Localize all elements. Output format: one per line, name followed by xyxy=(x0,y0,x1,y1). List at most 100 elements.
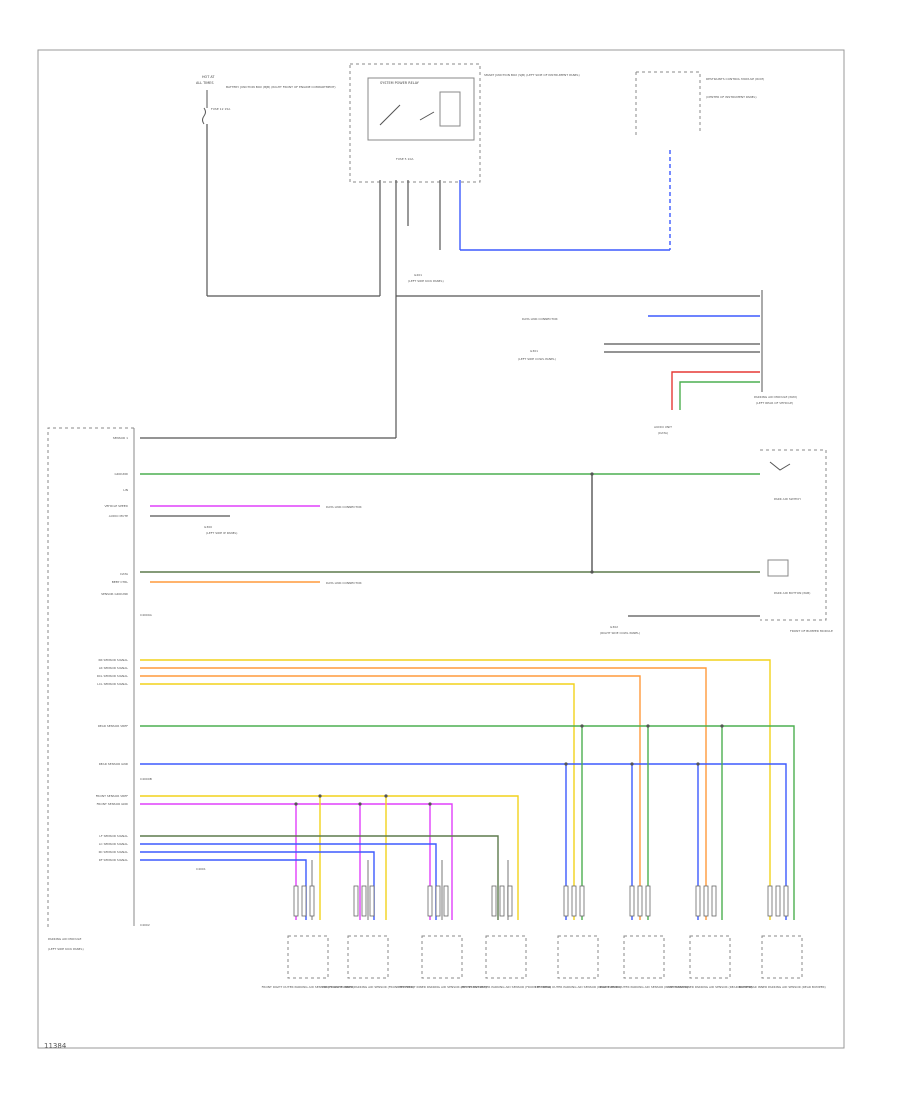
wire-lr-signal xyxy=(140,667,707,920)
sensor-terminal xyxy=(491,885,497,917)
sensor-label: LEFT FRONT OUTER PARKING AID SENSOR (FRO… xyxy=(461,985,551,989)
main-parking-aid-module: PARKING AID MODULE (LEFT SIDE KICK PANEL… xyxy=(47,296,397,951)
connector-label: C4000B xyxy=(140,777,152,781)
main-pin-label: RF SENSOR SIGNAL xyxy=(99,858,129,862)
sensor-box xyxy=(421,935,463,979)
parking-aid-sensor: RIGHT REAR INNER PARKING AID SENSOR (REA… xyxy=(738,885,826,989)
sensor-label: FRONT RIGHT INNER PARKING AID SENSOR (FR… xyxy=(322,985,414,989)
main-pin-label: FRONT SENSOR VREF xyxy=(96,794,129,798)
main-pin-label: BEEP CTRL xyxy=(112,580,129,584)
sensor-terminal xyxy=(703,885,709,917)
parking-aid-sensor: RIGHT REAR OUTER PARKING AID SENSOR (REA… xyxy=(600,885,688,989)
wire-lc-signal xyxy=(140,843,437,920)
sensor-terminal xyxy=(579,885,585,917)
front-aid-ind-label: FRONT OF BUMPER MODULE xyxy=(790,629,833,633)
main-pin-label: SENSOR GROUND xyxy=(101,592,129,596)
park-aid-switch-area: PARK AID SWITCH PARK AID BUTTON (PAB) FR… xyxy=(600,449,833,635)
splice-dot xyxy=(590,472,594,476)
sensor-terminal xyxy=(361,885,367,917)
sensor-group: FRONT RIGHT OUTER PARKING AID SENSOR (FR… xyxy=(262,885,826,989)
connector-label: C4001 xyxy=(196,867,206,871)
splice-dot xyxy=(564,762,568,766)
park-aid-button-label: PARK AID BUTTON (PAB) xyxy=(774,591,810,595)
sensor-terminal xyxy=(369,885,375,917)
sensor-terminal xyxy=(637,885,643,917)
connector-label: C4002 xyxy=(140,923,150,927)
sensor-terminal xyxy=(775,885,781,917)
hot-at-label: HOT AT xyxy=(202,75,215,79)
g301-label: G301 xyxy=(530,349,538,353)
audio-label: AUDIO UNIT xyxy=(654,425,672,429)
main-pin-label: FRONT SENSOR GND xyxy=(97,802,129,806)
data-link-label-3: DATA LINK CONNECTOR xyxy=(326,581,362,585)
parking-aid-sensor: FRONT RIGHT OUTER PARKING AID SENSOR (FR… xyxy=(262,885,354,989)
main-pin-label: RR SENSOR SIGNAL xyxy=(98,658,128,662)
main-pin-label: VEHICLE SPEED xyxy=(104,504,128,508)
splice-dot xyxy=(580,724,584,728)
system-power-relay: SYSTEM POWER RELAY SMART JUNCTION BOX (S… xyxy=(349,63,580,296)
audio-sub: (DATA) xyxy=(658,431,668,435)
sensor-label: RIGHT REAR INNER PARKING AID SENSOR (REA… xyxy=(738,985,825,989)
battery-fuse-block: HOT AT ALL TIMES BATTERY JUNCTION BOX (B… xyxy=(196,75,380,297)
main-pin-label: LCL SENSOR SIGNAL xyxy=(97,682,128,686)
wire-rear-vref xyxy=(140,725,795,920)
sensor-terminal xyxy=(499,885,505,917)
wire-rc-signal xyxy=(140,851,375,920)
g302-sub: (RIGHT SIDE COWL PANEL) xyxy=(600,631,640,635)
hot-all-times-label: ALL TIMES xyxy=(196,81,213,85)
wire-rear-gnd xyxy=(140,763,787,920)
sensor-label: LEFT REAR INNER PARKING AID SENSOR (REAR… xyxy=(667,985,752,989)
sensor-terminal xyxy=(695,885,701,917)
fuse-5-label: FUSE 5 10A xyxy=(396,157,414,161)
connector-label: C4000A xyxy=(140,613,153,617)
fuse-12-label: FUSE 12 15A xyxy=(211,107,231,111)
g302-label: G302 xyxy=(610,625,618,629)
sensor-terminal xyxy=(711,885,717,917)
relay-title: SYSTEM POWER RELAY xyxy=(380,81,420,85)
splice-dot xyxy=(630,762,634,766)
sjb-label: SMART JUNCTION BOX (SJB) (LEFT SIDE OF I… xyxy=(484,73,580,77)
sensor-terminal xyxy=(507,885,513,917)
sensor-label: LEFT FRONT INNER PARKING AID SENSOR (FRO… xyxy=(397,985,486,989)
main-pin-label: REAR SENSOR VREF xyxy=(98,724,128,728)
g300-label: G300 xyxy=(204,525,212,529)
splice-dot xyxy=(696,762,700,766)
figure-code: 11384 xyxy=(44,1042,67,1050)
sensor-box xyxy=(347,935,389,979)
sensor-terminal xyxy=(435,885,441,917)
main-pin-label: RC SENSOR SIGNAL xyxy=(99,850,129,854)
main-pin-label: RCL SENSOR SIGNAL xyxy=(97,674,128,678)
sensor-terminal xyxy=(301,885,307,917)
main-pin-label: LF SENSOR SIGNAL xyxy=(99,834,128,838)
data-link-label: DATA LINK CONNECTOR xyxy=(522,317,558,321)
main-pin-label: AUDIO MUTE xyxy=(109,514,128,518)
sensor-terminal xyxy=(645,885,651,917)
g201-sub: (LEFT SIDE KICK PANEL) xyxy=(408,279,444,283)
parking-aid-sensor: LEFT REAR OUTER PARKING AID SENSOR (REAR… xyxy=(535,885,621,989)
main-pin-label: LIN xyxy=(123,488,128,492)
parking-aid-sensor: LEFT FRONT INNER PARKING AID SENSOR (FRO… xyxy=(397,885,487,989)
bjb-label: BATTERY JUNCTION BOX (BJB) (RIGHT FRONT … xyxy=(226,85,336,89)
sensor-terminal xyxy=(353,885,359,917)
wire-traces xyxy=(140,472,795,920)
sensor-terminal xyxy=(309,885,315,917)
sensor-box xyxy=(761,935,803,979)
sensor-label: RIGHT REAR OUTER PARKING AID SENSOR (REA… xyxy=(600,985,688,989)
restraints-control-module: RESTRAINTS CONTROL MODULE (RCM) (CENTER … xyxy=(460,71,764,251)
data-link-label-2: DATA LINK CONNECTOR xyxy=(326,505,362,509)
sensor-box xyxy=(623,935,665,979)
sensor-terminal xyxy=(427,885,433,917)
wire-front-gnd xyxy=(140,803,453,920)
park-aid-switch-label: PARK AID SWITCH xyxy=(774,497,801,501)
splice-dot xyxy=(318,794,322,798)
rcm-title: RESTRAINTS CONTROL MODULE (RCM) xyxy=(706,77,764,81)
sensor-terminal xyxy=(571,885,577,917)
sensor-box xyxy=(557,935,599,979)
main-pin-label: LR SENSOR SIGNAL xyxy=(99,666,128,670)
pam-label: PARKING AID MODULE (PAM) xyxy=(754,395,797,399)
pam-sub: (LEFT REAR OF VEHICLE) xyxy=(756,401,793,405)
wire-front-vref xyxy=(140,795,519,920)
sensor-terminal xyxy=(293,885,299,917)
